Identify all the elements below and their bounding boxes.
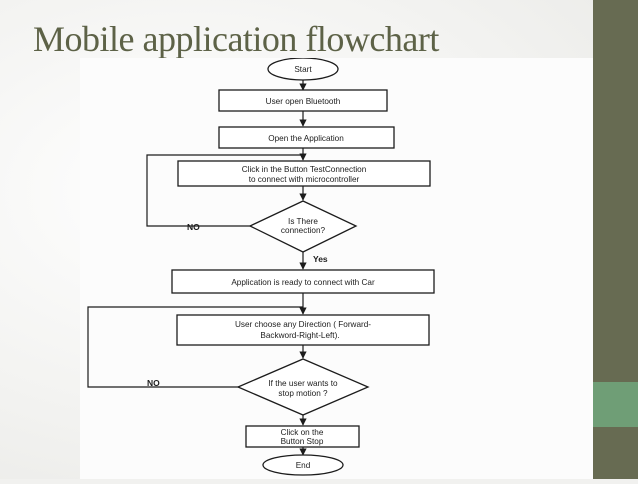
label-decision-connection-line1: Is There xyxy=(288,217,318,226)
side-accent-bar xyxy=(593,0,638,479)
connector-loop-no1 xyxy=(146,154,303,227)
side-bar-dark-band xyxy=(593,0,638,382)
slide-title: Mobile application flowchart xyxy=(33,19,439,59)
label-decision-stop-line2: stop motion ? xyxy=(278,389,328,398)
label-click-stop-line1: Click on the xyxy=(281,428,324,437)
label-decision-stop-line1: If the user wants to xyxy=(268,379,338,388)
connector-loop-no2 xyxy=(87,306,303,388)
edge-label-no-connection: NO xyxy=(187,222,200,232)
node-test-connection xyxy=(177,160,431,187)
node-start xyxy=(267,57,339,81)
label-test-connection-line2: to connect with microcontroller xyxy=(249,175,360,184)
side-bar-bottom-band xyxy=(593,427,638,479)
edge-label-no-stop: NO xyxy=(147,378,160,388)
label-choose-direction-line2: Backword-Right-Left). xyxy=(260,331,339,340)
label-start: Start xyxy=(294,65,312,74)
label-app-ready: Application is ready to connect with Car xyxy=(231,278,375,287)
label-test-connection-line1: Click in the Button TestConnection xyxy=(242,165,367,174)
flowchart-diagram: Start User open Bluetooth Open the Appli… xyxy=(87,57,435,476)
label-decision-connection-line2: connection? xyxy=(281,226,326,235)
node-user-open-bluetooth xyxy=(218,89,388,112)
node-decision-stop-motion xyxy=(236,358,370,416)
label-click-stop-line2: Button Stop xyxy=(281,437,324,446)
node-choose-direction xyxy=(176,314,430,346)
label-user-open-bluetooth: User open Bluetooth xyxy=(266,97,341,106)
node-open-application xyxy=(218,126,395,149)
side-bar-green-block xyxy=(593,382,638,427)
node-click-stop xyxy=(245,425,360,448)
label-end: End xyxy=(296,461,311,470)
flowchart-image: Start User open Bluetooth Open the Appli… xyxy=(80,57,593,479)
label-choose-direction-line1: User choose any Direction ( Forward- xyxy=(235,320,371,329)
label-open-application: Open the Application xyxy=(268,134,344,143)
edge-label-yes: Yes xyxy=(313,254,328,264)
node-decision-connection xyxy=(248,200,358,253)
node-app-ready xyxy=(171,269,435,294)
node-end xyxy=(262,454,344,476)
